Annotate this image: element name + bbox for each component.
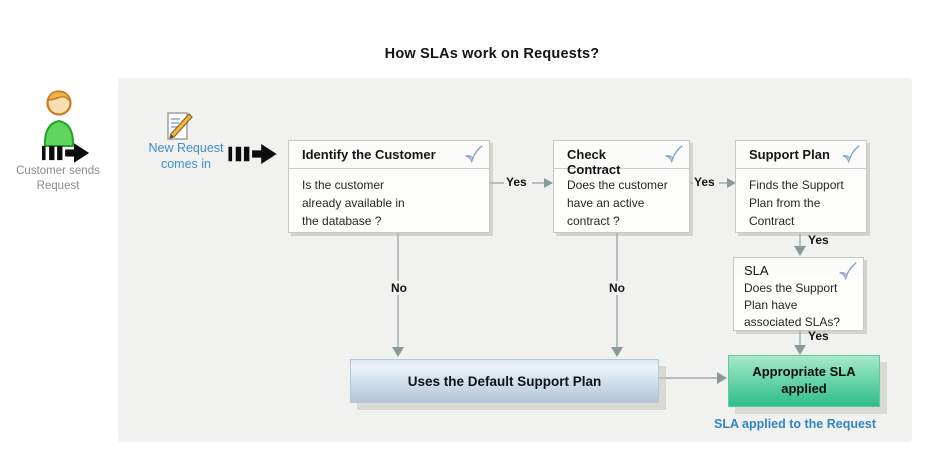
new-request-label: New Request comes in [148, 141, 224, 171]
node-sla-header: SLA [734, 258, 863, 281]
node-check-contract: Check Contract Does the customer have an… [553, 140, 690, 233]
result-default-support-plan: Uses the Default Support Plan [350, 359, 659, 403]
page-title: How SLAs work on Requests? [384, 46, 600, 62]
node-support-plan-title: Support Plan [749, 147, 830, 162]
node-support-plan-body: Finds the Support Plan from the Contract [749, 178, 844, 228]
node-identify-customer-header: Identify the Customer [289, 141, 489, 169]
fast-forward-arrow-icon [42, 143, 90, 163]
node-check-contract-header: Check Contract [554, 141, 689, 177]
footer-note: SLA applied to the Request [714, 417, 877, 431]
check-icon [665, 145, 683, 164]
node-identify-customer-body: Is the customer already available in the… [302, 178, 405, 228]
node-identify-customer-title: Identify the Customer [302, 147, 436, 162]
result-appropriate-sla-applied: Appropriate SLA applied [728, 355, 880, 407]
fast-forward-arrow-icon [228, 144, 277, 164]
edge-label-no-identify: No [388, 281, 410, 295]
node-support-plan: Support Plan Finds the Support Plan from… [735, 140, 867, 233]
node-check-contract-body: Does the customer have an active contrac… [567, 178, 668, 228]
edge-label-yes-identify: Yes [506, 175, 527, 189]
person-icon [43, 90, 75, 147]
result-default-support-plan-label: Uses the Default Support Plan [407, 373, 602, 389]
result-appropriate-sla-applied-label: Appropriate SLA applied [752, 364, 856, 396]
node-sla: SLA Does the Support Plan have associate… [733, 257, 864, 331]
node-identify-customer: Identify the Customer Is the customer al… [288, 140, 490, 233]
node-sla-body: Does the Support Plan have associated SL… [744, 281, 841, 330]
actor-label: Customer sends Request [16, 165, 100, 192]
node-check-contract-title: Check Contract [567, 147, 621, 177]
check-icon [465, 145, 483, 164]
document-edit-icon [167, 112, 193, 140]
check-icon [839, 262, 857, 281]
edge-label-no-contract: No [606, 281, 628, 295]
node-sla-title: SLA [744, 263, 769, 278]
node-support-plan-header: Support Plan [736, 141, 866, 169]
check-icon [842, 145, 860, 164]
edge-label-yes-sla: Yes [808, 329, 829, 343]
edge-label-yes-support: Yes [808, 233, 829, 247]
edge-label-yes-contract: Yes [694, 175, 715, 189]
